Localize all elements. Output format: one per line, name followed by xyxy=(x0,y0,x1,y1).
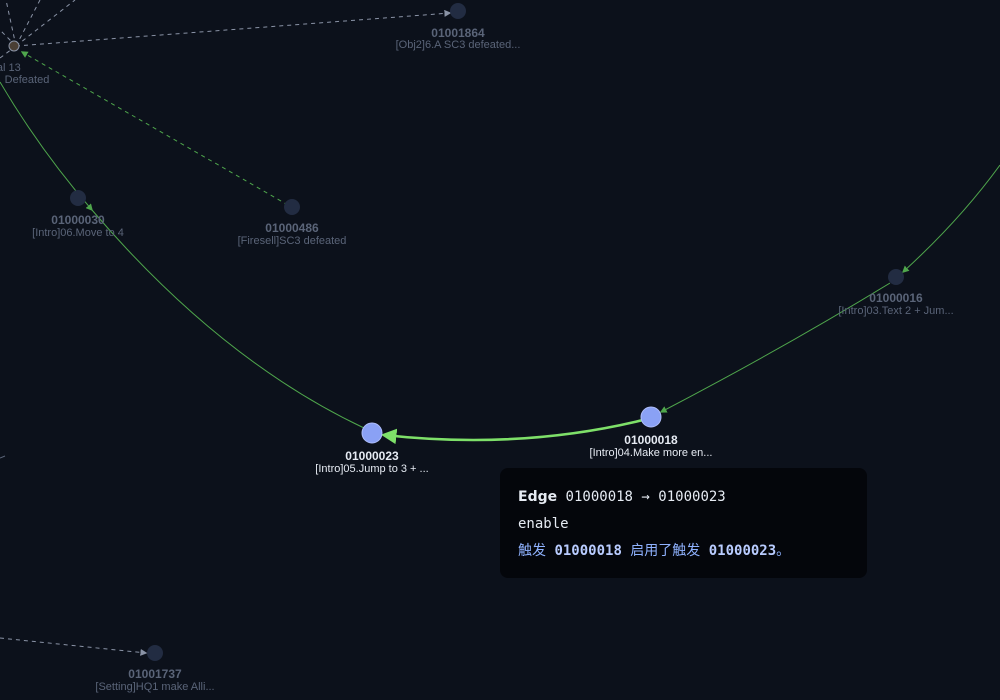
node-circle xyxy=(640,406,662,428)
edge-offscreen-01000016[interactable] xyxy=(901,164,1000,273)
desc-from: 01000018 xyxy=(554,543,622,559)
node-circle xyxy=(147,645,163,661)
edge-stub xyxy=(0,455,6,459)
node-01000018[interactable]: 01000018 [Intro]04.Make more en... xyxy=(590,406,713,459)
node-circle xyxy=(450,3,466,19)
tooltip-to: 01000023 xyxy=(658,489,726,505)
tooltip-from: 01000018 xyxy=(565,489,633,505)
edge-hub-upper-2 xyxy=(15,0,76,47)
node-01000486[interactable]: 01000486 [Firesell]SC3 defeated xyxy=(238,199,347,247)
node-id: 01000023 xyxy=(345,449,399,463)
desc-to: 01000023 xyxy=(708,543,777,559)
desc-middle: 启用了触发 xyxy=(621,543,709,559)
node-circle xyxy=(8,40,20,52)
node-label: [Firesell]SC3 defeated xyxy=(238,235,347,247)
edge-01000018-01000023[interactable] xyxy=(380,418,644,445)
tooltip-relation: enable xyxy=(518,516,569,532)
desc-suffix: 。 xyxy=(776,543,791,559)
tooltip-kind: Edge xyxy=(518,489,558,505)
desc-prefix: 触发 xyxy=(518,543,555,559)
edge-01000016-01000018[interactable] xyxy=(659,282,891,413)
node-label: [Intro]04.Make more en... xyxy=(590,447,713,459)
edge-hub-upper-3 xyxy=(5,0,17,47)
edge-hub-01001864[interactable] xyxy=(15,9,452,47)
node-label: [Intro]06.Move to 4 xyxy=(32,227,124,239)
node-label: [Intro]03.Text 2 + Jum... xyxy=(838,305,953,317)
edge-tooltip: Edge 01000018 → 01000023 enable 触发 01000… xyxy=(500,468,867,578)
node-id: 01000486 xyxy=(265,221,319,235)
node-01000016[interactable]: 01000016 [Intro]03.Text 2 + Jum... xyxy=(838,269,954,317)
edge-offscreen-01001737[interactable] xyxy=(0,637,148,656)
node-label: [Setting]HQ1 make Alli... xyxy=(95,681,214,693)
tooltip-description: 触发 01000018 启用了触发 01000023。 xyxy=(518,538,849,565)
tooltip-title: Edge 01000018 → 01000023 xyxy=(518,484,849,511)
solid-edges xyxy=(0,81,1000,429)
node-circle xyxy=(361,422,383,444)
node-id: 01001864 xyxy=(431,26,485,40)
node-circle xyxy=(888,269,904,285)
edge-hub-upper-1 xyxy=(15,0,41,47)
node-circle xyxy=(284,199,300,215)
node-id: 01000016 xyxy=(869,291,923,305)
node-circle xyxy=(70,190,86,206)
node-id: ocal 13 xyxy=(0,62,21,74)
node-01001737[interactable]: 01001737 [Setting]HQ1 make Alli... xyxy=(95,645,215,693)
node-id: 01000018 xyxy=(624,433,678,447)
node-01000023[interactable]: 01000023 [Intro]05.Jump to 3 + ... xyxy=(315,422,429,475)
node-id: 01000030 xyxy=(51,213,105,227)
edge-01000486-hub[interactable] xyxy=(20,51,289,206)
node-01001864[interactable]: 01001864 [Obj2]6.A SC3 defeated... xyxy=(396,3,521,51)
node-01000030[interactable]: 01000030 [Intro]06.Move to 4 xyxy=(32,190,124,239)
node-id: 01001737 xyxy=(128,667,182,681)
node-label: Defeated xyxy=(5,74,50,86)
tooltip-arrow: → xyxy=(641,489,650,505)
node-label: [Intro]05.Jump to 3 + ... xyxy=(315,463,428,475)
dashed-edges xyxy=(0,0,452,656)
node-label: [Obj2]6.A SC3 defeated... xyxy=(396,39,521,51)
edge-01000030-01000023[interactable] xyxy=(91,209,365,429)
node-hub[interactable]: ocal 13 Defeated xyxy=(0,40,50,86)
